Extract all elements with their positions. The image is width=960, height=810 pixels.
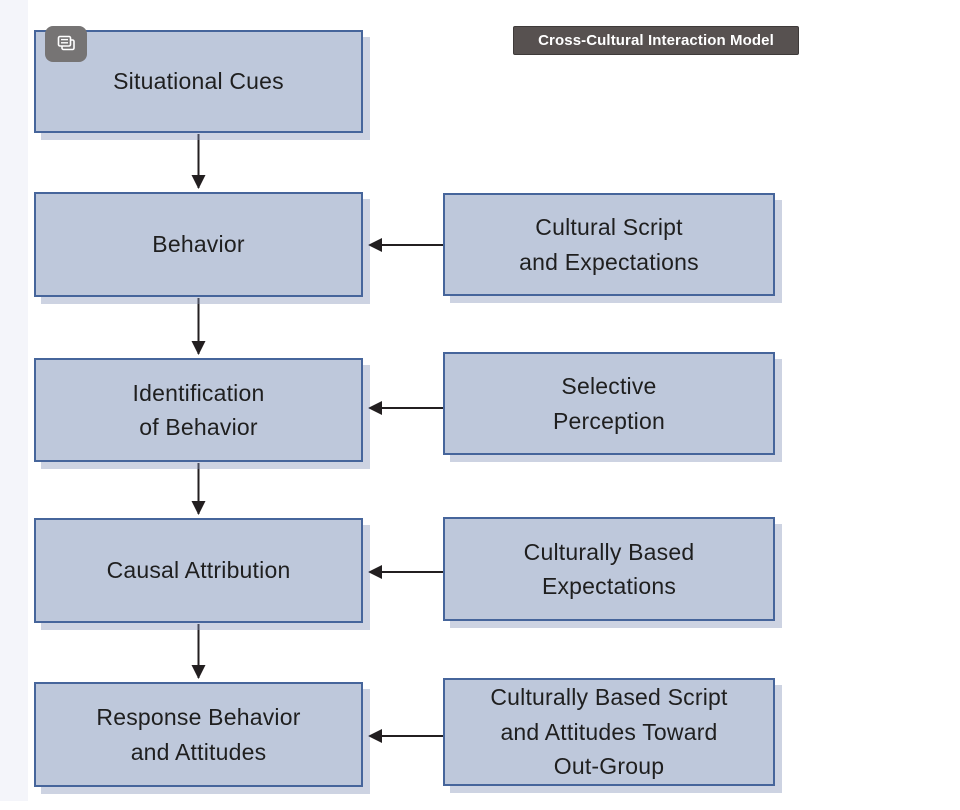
flow-node-label: Behavior xyxy=(152,231,245,258)
flow-node-causal-attribution: Causal Attribution xyxy=(34,518,363,623)
pages-icon xyxy=(54,33,78,55)
flow-node-situational-cues: Situational Cues xyxy=(34,30,363,133)
influence-node-cultural-script: Cultural Script and Expectations xyxy=(443,193,775,296)
flow-node-behavior: Behavior xyxy=(34,192,363,297)
figure-title-tooltip: Cross-Cultural Interaction Model xyxy=(513,26,799,55)
figure-title: Cross-Cultural Interaction Model xyxy=(538,32,774,49)
flow-node-label: Situational Cues xyxy=(113,68,284,95)
flow-node-response-behavior: Response Behavior and Attitudes xyxy=(34,682,363,787)
influence-node-label: Selective Perception xyxy=(553,373,665,434)
influence-node-label: Culturally Based Expectations xyxy=(523,538,695,600)
page-margin-strip xyxy=(0,0,28,801)
influence-node-selective-perception: Selective Perception xyxy=(443,352,775,455)
influence-node-culturally-based-script: Culturally Based Script and Attitudes To… xyxy=(443,678,775,786)
influence-node-label: Culturally Based Script and Attitudes To… xyxy=(490,684,728,780)
flow-node-label: Response Behavior and Attitudes xyxy=(96,704,301,765)
influence-node-culturally-based-expectations: Culturally Based Expectations xyxy=(443,517,775,621)
influence-node-label: Cultural Script and Expectations xyxy=(519,214,699,275)
pages-icon-button[interactable] xyxy=(45,26,87,62)
flow-node-identification-of-behavior: Identification of Behavior xyxy=(34,358,363,462)
flow-node-label: Identification of Behavior xyxy=(132,379,265,441)
flow-node-label: Causal Attribution xyxy=(106,557,291,584)
